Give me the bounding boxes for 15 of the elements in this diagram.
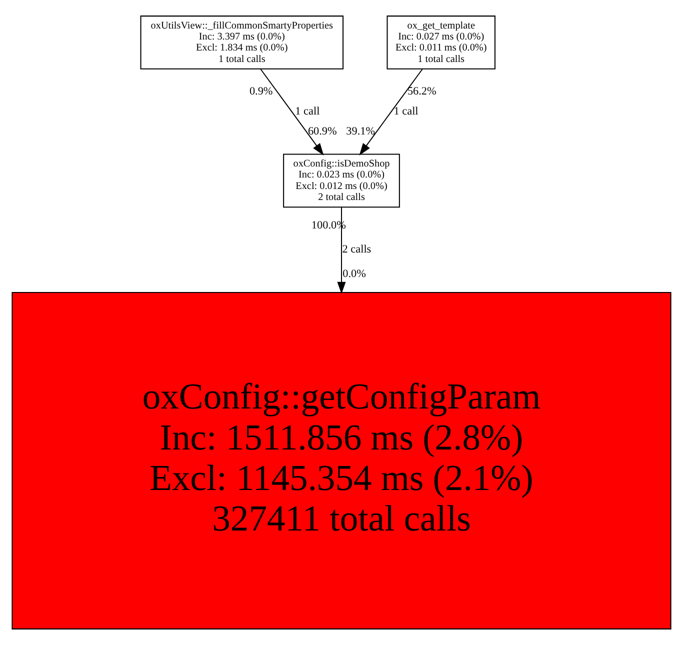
edge-label: 1 call (295, 105, 320, 118)
arrow (359, 68, 423, 156)
node-box: oxUtilsView::_fillCommonSmartyProperties Inc: 3.397 ms (0.0%) Excl: 1.834 ms (0.0%) 1 total calls (140, 16, 344, 70)
edge-label: 2 calls (342, 244, 372, 256)
label: 39.1% (346, 126, 376, 138)
arrow (337, 207, 346, 294)
node-box: oxConfig::getConfigParam Inc: 1511.856 ms (2.8%) Excl: 1145.354 ms (2.1%) 327411 total calls (12, 292, 672, 630)
node-box: oxConfig::isDemoShop Inc: 0.023 ms (0.0%) Excl: 0.012 ms (0.0%) 2 total calls (283, 154, 400, 208)
label: 0.0% (342, 268, 366, 280)
label: 56.2% (407, 85, 436, 98)
label: 60.9% (308, 126, 337, 138)
edge-label: 1 call (394, 105, 418, 118)
node-box: ox_get_template Inc: 0.027 ms (0.0%) Excl: 0.011 ms (0.0%) 1 total calls (386, 16, 496, 70)
label: 0.9% (249, 85, 273, 98)
arrow (260, 68, 324, 156)
